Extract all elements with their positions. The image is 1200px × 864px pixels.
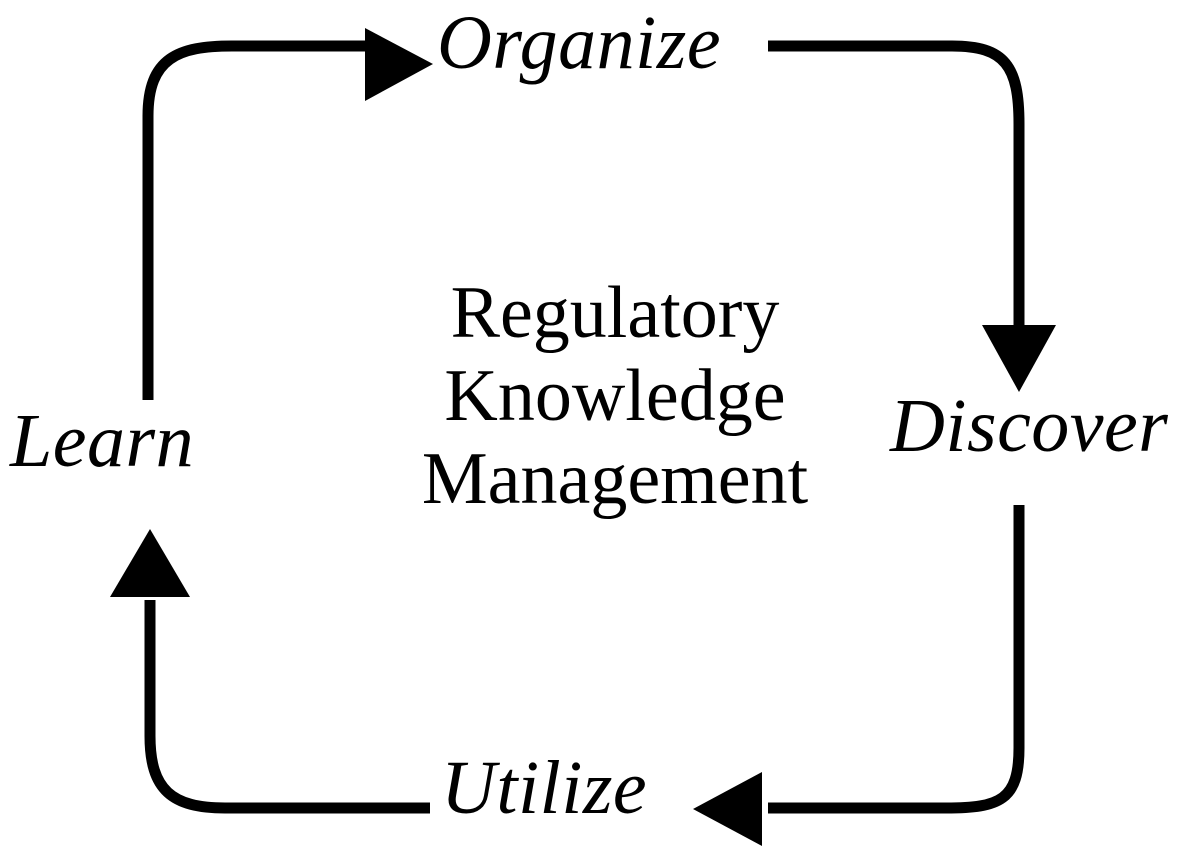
edge-learn-to-organize: [142, 28, 433, 400]
arrowhead-up-to-learn: [110, 529, 190, 597]
node-label-discover[interactable]: Discover: [890, 384, 1169, 468]
edge-utilize-to-learn-line: [144, 600, 430, 814]
edge-discover-to-utilize: [693, 505, 1025, 846]
edge-utilize-to-learn: [110, 529, 430, 814]
center-title-line-1: Regulatory: [450, 272, 780, 354]
node-label-utilize[interactable]: Utilize: [441, 746, 648, 830]
arrowhead-left-to-utilize: [693, 772, 762, 846]
edge-organize-to-discover: [768, 40, 1056, 392]
arrowhead-down-to-discover: [982, 325, 1056, 392]
arrowhead-right-to-organize: [365, 28, 433, 101]
center-title-line-2: Knowledge: [444, 354, 786, 437]
center-title-line-3: Management: [421, 437, 809, 520]
center-title: Regulatory Knowledge Management: [355, 272, 875, 521]
node-label-learn[interactable]: Learn: [10, 399, 195, 483]
node-label-organize[interactable]: Organize: [437, 1, 722, 85]
edge-discover-to-utilize-line: [768, 505, 1025, 814]
edge-learn-to-organize-line: [142, 40, 372, 400]
edge-organize-to-discover-line: [768, 40, 1025, 330]
